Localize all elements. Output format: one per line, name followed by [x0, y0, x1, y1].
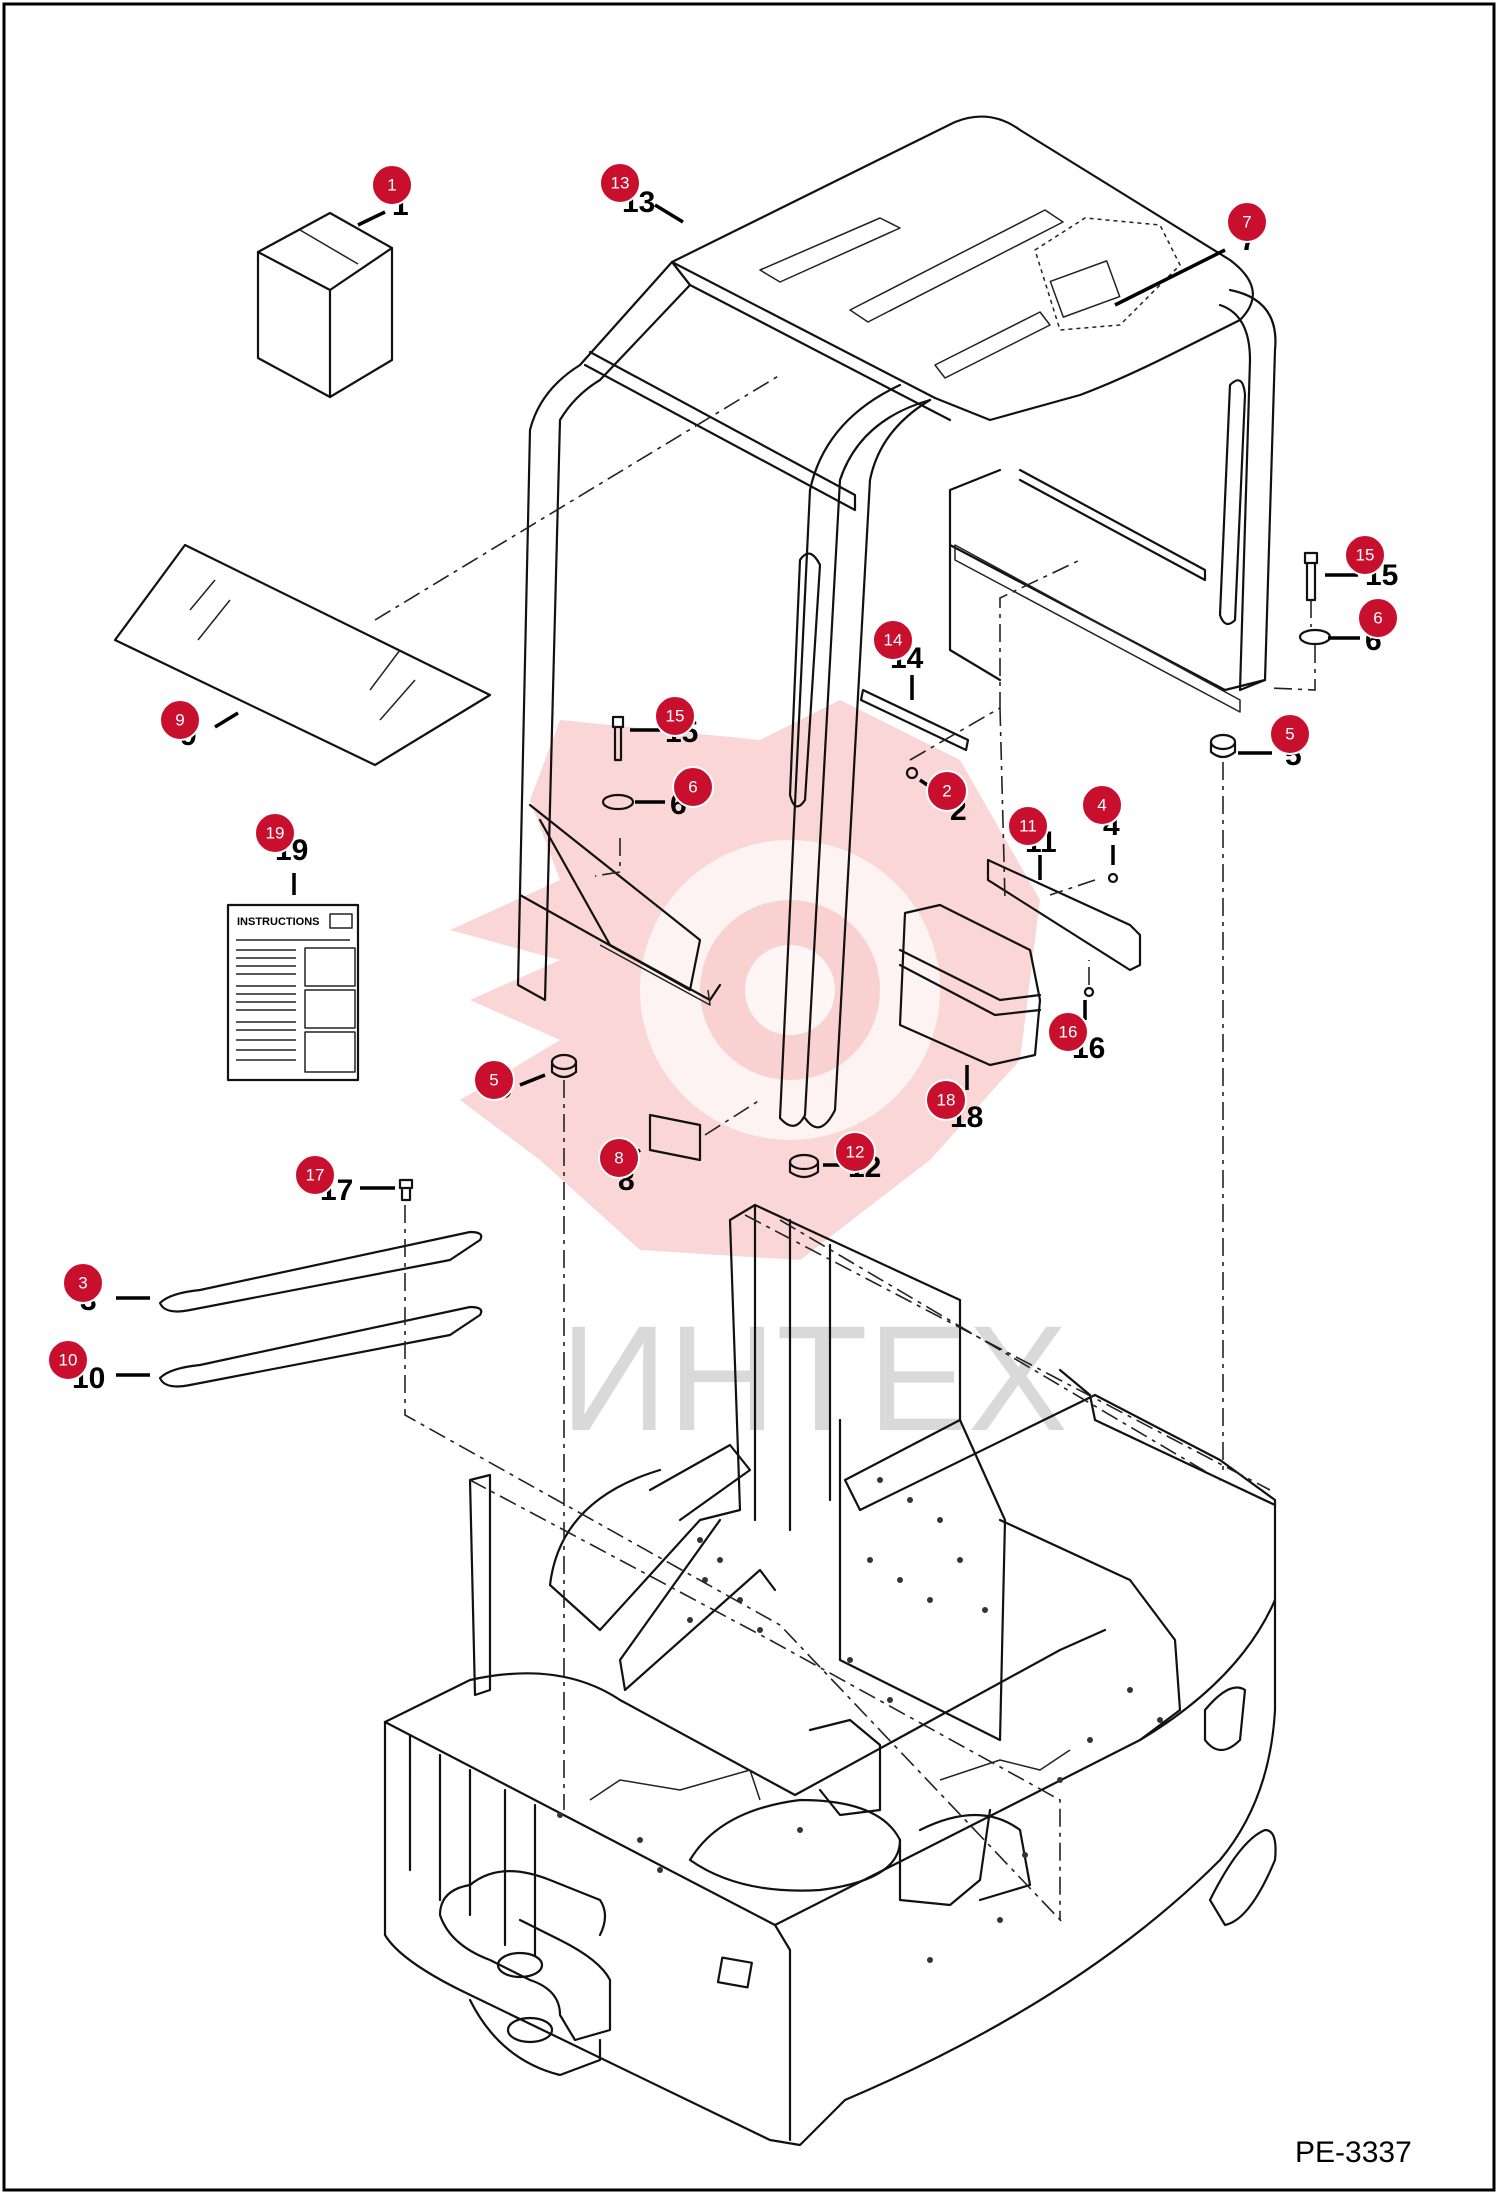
- part-5-mount-left: [550, 1053, 578, 1079]
- callout-12[interactable]: 12: [834, 1131, 876, 1173]
- figure-code: PE-3337: [1295, 2136, 1412, 2169]
- callouts: 1 13 7 15 6 5 14 2 11 4 16 18 15 6 9 19 …: [47, 162, 1399, 1381]
- part-14-strip: [859, 688, 970, 752]
- part-15-bolt-left: [611, 715, 625, 762]
- svg-text:6: 6: [688, 778, 697, 797]
- callout-15-right[interactable]: 15: [1344, 534, 1386, 576]
- callout-15-left[interactable]: 15: [654, 695, 696, 737]
- svg-text:6: 6: [1373, 609, 1382, 628]
- callout-19[interactable]: 19: [254, 812, 296, 854]
- part-18-cover: [898, 903, 1042, 1067]
- svg-text:19: 19: [266, 824, 285, 843]
- upper-frame: [383, 1203, 1277, 2147]
- leader-lines: [116, 203, 1360, 1377]
- part-3-strip: [158, 1230, 483, 1313]
- watermark: ИНТЕХ: [450, 700, 1068, 1462]
- svg-text:3: 3: [78, 1274, 87, 1293]
- part-6-washer-right: [1298, 628, 1332, 646]
- callout-2[interactable]: 2: [926, 770, 968, 812]
- part-16-screw: [1083, 986, 1095, 998]
- callout-5-left[interactable]: 5: [473, 1059, 515, 1101]
- callout-13[interactable]: 13: [599, 162, 641, 204]
- callout-17[interactable]: 17: [294, 1154, 336, 1196]
- callout-7[interactable]: 7: [1226, 201, 1268, 243]
- part-8-decal: [648, 1113, 702, 1162]
- assembly-lines: [374, 374, 1316, 1926]
- svg-text:4: 4: [1097, 796, 1106, 815]
- callout-10[interactable]: 10: [47, 1339, 89, 1381]
- svg-text:10: 10: [59, 1351, 78, 1370]
- svg-text:5: 5: [1285, 725, 1294, 744]
- callout-4[interactable]: 4: [1081, 784, 1123, 826]
- part-9-glass: [113, 543, 492, 767]
- svg-text:17: 17: [306, 1166, 325, 1185]
- svg-text:5: 5: [489, 1071, 498, 1090]
- svg-text:18: 18: [937, 1091, 956, 1110]
- callout-14[interactable]: 14: [872, 619, 914, 661]
- callout-3[interactable]: 3: [62, 1262, 104, 1304]
- svg-text:7: 7: [1242, 213, 1251, 232]
- callout-8[interactable]: 8: [598, 1137, 640, 1179]
- part-12-cap: [788, 1153, 820, 1179]
- part-15-bolt-right: [1303, 551, 1319, 602]
- part-5-mount-right: [1209, 733, 1237, 759]
- callout-9[interactable]: 9: [159, 699, 201, 741]
- watermark-text: ИНТЕХ: [560, 1294, 1068, 1462]
- svg-text:14: 14: [884, 631, 903, 650]
- svg-text:8: 8: [614, 1149, 623, 1168]
- callout-6-right[interactable]: 6: [1357, 597, 1399, 639]
- callout-5-right[interactable]: 5: [1269, 713, 1311, 755]
- part-6-washer-left: [601, 793, 635, 811]
- callout-16[interactable]: 16: [1047, 1011, 1089, 1053]
- callout-11[interactable]: 11: [1007, 805, 1049, 847]
- part-1-box: [256, 211, 394, 399]
- instructions-title: INSTRUCTIONS: [237, 916, 320, 928]
- svg-text:2: 2: [942, 782, 951, 801]
- svg-text:13: 13: [611, 174, 630, 193]
- svg-text:16: 16: [1059, 1023, 1078, 1042]
- callout-18[interactable]: 18: [925, 1079, 967, 1121]
- part-4-screw: [1107, 872, 1119, 884]
- svg-text:12: 12: [846, 1143, 865, 1162]
- svg-text:1: 1: [387, 176, 396, 195]
- part-2-screw: [905, 766, 919, 780]
- callout-1[interactable]: 1: [371, 164, 413, 206]
- svg-text:15: 15: [666, 707, 685, 726]
- part-19-instructions: INSTRUCTIONS: [226, 903, 360, 1082]
- part-17-bolt: [398, 1178, 414, 1202]
- part-13-canopy: [516, 115, 1277, 1129]
- part-11-bracket: [986, 858, 1142, 972]
- part-10-strip: [158, 1305, 483, 1388]
- svg-text:11: 11: [1019, 817, 1037, 836]
- frame-holes: [557, 1477, 1163, 1963]
- svg-text:15: 15: [1356, 546, 1375, 565]
- callout-6-left[interactable]: 6: [672, 766, 714, 808]
- svg-text:9: 9: [175, 711, 184, 730]
